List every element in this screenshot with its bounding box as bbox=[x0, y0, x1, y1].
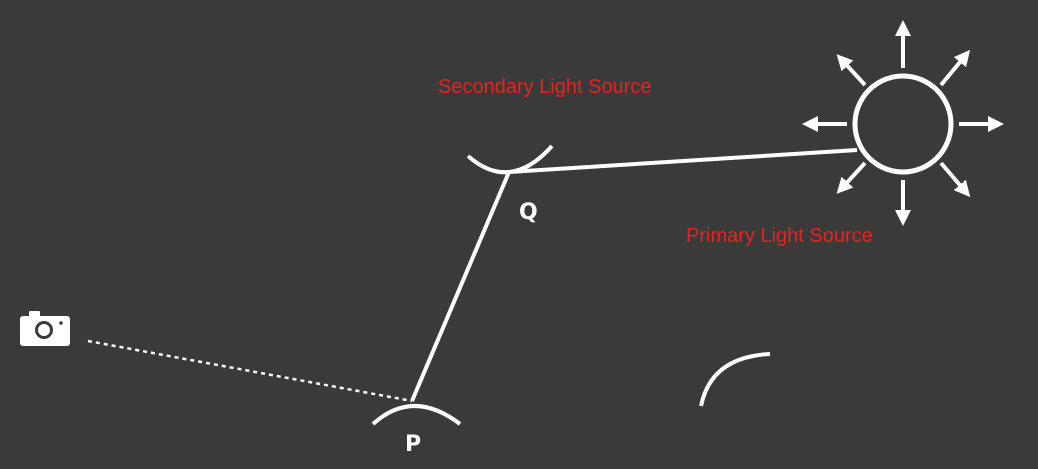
point-p-label: P bbox=[405, 432, 422, 457]
sun-icon bbox=[802, 20, 1004, 226]
camera-ray-dotted bbox=[87, 339, 413, 403]
surface-arc-p bbox=[371, 404, 462, 426]
secondary-light-source-label: Secondary Light Source bbox=[438, 76, 652, 98]
surface-arc-q bbox=[466, 144, 554, 175]
camera-icon bbox=[20, 311, 70, 346]
ray-p-to-q bbox=[410, 171, 511, 402]
point-q-label: Q bbox=[519, 200, 538, 225]
surface-arc-standalone bbox=[699, 352, 771, 407]
primary-light-source-label: Primary Light Source bbox=[686, 225, 873, 247]
ray-q-to-light bbox=[508, 148, 858, 174]
